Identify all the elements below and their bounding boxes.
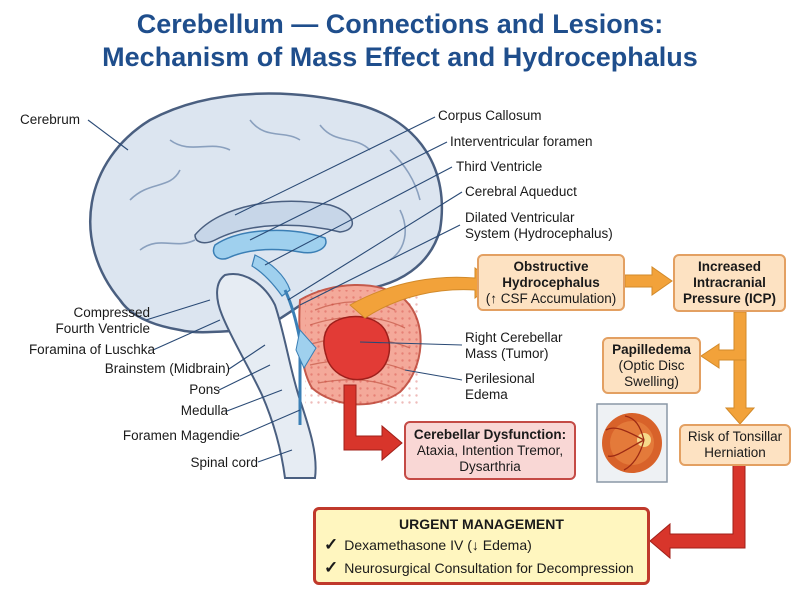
icp-line-1: Increased [697,259,762,274]
label-spinal-cord: Spinal cord [190,455,258,470]
label-pons: Pons [189,382,220,397]
label-mass-line-1: Right Cerebellar [465,330,563,345]
box-urgent-management: URGENT MANAGEMENT ✓ Dexamethasone IV (↓ E… [313,507,650,585]
urgent-item-neurosurgery: ✓ Neurosurgical Consultation for Decompre… [324,558,647,578]
label-perilesional-edema: Perilesional Edema [465,371,535,403]
dysfunction-line-1: Cerebellar Dysfunction: [413,426,567,442]
label-cerebrum: Cerebrum [20,112,81,127]
label-mass-line-2: Mass (Tumor) [465,346,549,361]
obstructive-line-2: Hydrocephalus [502,274,600,290]
label-brainstem: Brainstem (Midbrain) [104,361,230,376]
leader-lines [87,116,463,463]
check-icon: ✓ [324,535,339,554]
obstructive-line-3: (↑ CSF Accumulation) [485,290,617,306]
label-compressed-line-2: Fourth Ventricle [55,321,150,336]
label-interventricular-foramen: Interventricular foramen [450,134,593,149]
urgent-heading: URGENT MANAGEMENT [399,516,564,532]
urgent-item-dexamethasone: ✓ Dexamethasone IV (↓ Edema) [324,535,647,555]
label-third-ventricle: Third Ventricle [456,159,543,174]
corpus-callosum-shape [194,200,354,244]
herniation-line-2: Herniation [704,445,766,460]
obstructive-line-1: Obstructive [513,258,589,274]
label-dilated-ventricular-system: Dilated Ventricular System (Hydrocephalu… [465,210,613,242]
label-right-cerebellar-mass: Right Cerebellar Mass (Tumor) [465,330,563,362]
urgent-item-2-text: Neurosurgical Consultation for Decompres… [344,560,634,576]
lateral-ventricle [212,229,327,260]
label-compressed-line-1: Compressed [73,305,150,320]
label-foramen-magendie: Foramen Magendie [122,428,240,443]
gyri-lines [129,119,421,261]
papilledema-line-2: (Optic Disc [618,357,685,373]
label-dilated-line-2: System (Hydrocephalus) [465,226,613,241]
red-arrows [343,384,746,560]
box-obstructive-hydrocephalus: Obstructive Hydrocephalus (↑ CSF Accumul… [477,254,625,311]
icp-line-3: Pressure (ICP) [682,291,777,306]
herniation-line-1: Risk of Tonsillar [687,429,783,444]
third-ventricle-shape [251,254,291,297]
box-papilledema: Papilledema (Optic Disc Swelling) [602,337,701,394]
box-tonsillar-herniation: Risk of Tonsillar Herniation [679,424,791,466]
box-cerebellar-dysfunction: Cerebellar Dysfunction: Ataxia, Intentio… [404,421,576,480]
box-increased-icp: Increased Intracranial Pressure (ICP) [673,254,786,312]
tumor-mass [323,315,391,381]
fourth-ventricle-shape [295,328,317,370]
label-compressed-fourth-ventricle: Compressed Fourth Ventricle [18,305,150,337]
urgent-item-1-text: Dexamethasone IV (↓ Edema) [344,537,532,553]
page-title: Cerebellum — Connections and Lesions: Me… [0,8,800,74]
orange-arrows [349,266,756,425]
label-corpus-callosum: Corpus Callosum [438,108,542,123]
label-edema-line-2: Edema [465,387,508,402]
brain-illustration [89,92,444,479]
dysfunction-line-3: Dysarthria [459,458,521,474]
label-edema-line-1: Perilesional [465,371,535,386]
check-icon: ✓ [324,558,339,577]
brainstem-shape [216,273,317,479]
label-medulla: Medulla [180,403,228,418]
label-foramina-luschka: Foramina of Luschka [28,342,155,357]
icp-line-2: Intracranial [693,275,766,290]
label-cerebral-aqueduct: Cerebral Aqueduct [465,184,577,199]
papilledema-line-1: Papilledema [612,341,691,357]
label-dilated-line-1: Dilated Ventricular [465,210,575,225]
optic-disc-image [596,403,668,483]
title-line-1: Cerebellum — Connections and Lesions: [136,9,664,39]
dysfunction-line-2: Ataxia, Intention Tremor, [416,442,564,458]
papilledema-line-3: Swelling) [624,373,679,389]
title-line-2: Mechanism of Mass Effect and Hydrocephal… [102,42,698,72]
